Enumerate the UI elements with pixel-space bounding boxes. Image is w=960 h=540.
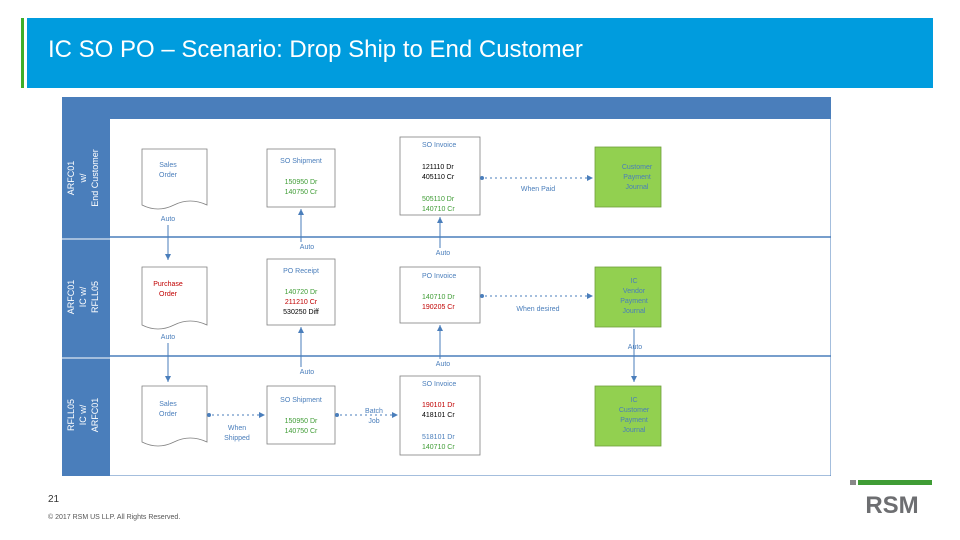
svg-text:518101 Dr: 518101 Dr	[422, 434, 455, 441]
svg-text:Customer: Customer	[619, 407, 650, 414]
svg-text:Purchase: Purchase	[153, 281, 183, 288]
svg-text:418101 Cr: 418101 Cr	[422, 412, 455, 419]
label-auto: Auto	[300, 369, 315, 376]
po-receipt-box	[266, 258, 336, 326]
label-auto: Auto	[161, 334, 176, 341]
label-auto: Auto	[300, 244, 315, 251]
svg-text:End Customer: End Customer	[90, 149, 100, 207]
svg-text:Sales: Sales	[159, 401, 177, 408]
slide-title: IC SO PO – Scenario: Drop Ship to End Cu…	[48, 36, 583, 63]
svg-text:Journal: Journal	[623, 308, 646, 315]
page-number: 21	[48, 494, 60, 505]
svg-text:Journal: Journal	[626, 184, 649, 191]
label-auto: Auto	[161, 216, 176, 223]
svg-text:ARFC01: ARFC01	[66, 161, 76, 196]
svg-text:190101 Dr: 190101 Dr	[422, 402, 455, 409]
label-batch-job: Job	[368, 418, 379, 425]
label-batch-job: Batch	[365, 408, 383, 415]
so-invoice-box-3	[399, 375, 481, 456]
diagram-header-strip	[62, 97, 831, 119]
svg-text:Payment: Payment	[623, 174, 651, 181]
lane-label-1: ARFC01 w/ End Customer	[66, 149, 100, 207]
so-invoice-box-1	[399, 136, 481, 216]
sales-order-document-3	[141, 385, 208, 447]
svg-text:SO Shipment: SO Shipment	[280, 158, 322, 165]
svg-text:140750 Cr: 140750 Cr	[285, 428, 318, 435]
svg-text:140710 Cr: 140710 Cr	[422, 444, 455, 451]
svg-text:ARFC01: ARFC01	[90, 398, 100, 433]
svg-text:140750 Cr: 140750 Cr	[285, 189, 318, 196]
swimlane-diagram: ARFC01 w/ End Customer ARFC01 IC w/ RFLL…	[62, 97, 831, 476]
rsm-logo: RSM	[850, 480, 932, 518]
svg-text:Order: Order	[159, 291, 178, 298]
copyright-notice: © 2017 RSM US LLP. All Rights Reserved.	[48, 514, 181, 521]
svg-text:140720 Dr: 140720 Dr	[285, 289, 318, 296]
svg-text:505110 Dr: 505110 Dr	[422, 196, 455, 203]
svg-text:150950 Dr: 150950 Dr	[285, 179, 318, 186]
lane-label-2: ARFC01 IC w/ RFLL05	[66, 280, 100, 315]
svg-text:150950 Dr: 150950 Dr	[285, 418, 318, 425]
ic-customer-payment-journal-box	[594, 385, 662, 447]
lane-label-column	[62, 119, 110, 476]
svg-text:SO Invoice: SO Invoice	[422, 381, 456, 388]
svg-text:Journal: Journal	[623, 427, 646, 434]
svg-text:Payment: Payment	[620, 298, 648, 305]
svg-text:405110 Cr: 405110 Cr	[422, 174, 455, 181]
svg-text:211210 Cr: 211210 Cr	[285, 299, 318, 306]
svg-text:Sales: Sales	[159, 162, 177, 169]
svg-text:Customer: Customer	[622, 164, 653, 171]
svg-text:Order: Order	[159, 411, 178, 418]
label-auto: Auto	[628, 344, 643, 351]
svg-text:SO Shipment: SO Shipment	[280, 397, 322, 404]
sales-order-document-1	[141, 148, 208, 210]
svg-text:w/: w/	[78, 173, 88, 183]
svg-text:140710 Dr: 140710 Dr	[422, 294, 455, 301]
lane-label-3: RFLL05 IC w/ ARFC01	[66, 398, 100, 433]
svg-text:IC w/: IC w/	[78, 286, 88, 307]
po-invoice-box	[399, 266, 481, 324]
svg-text:Vendor: Vendor	[623, 288, 646, 295]
label-auto: Auto	[436, 361, 451, 368]
svg-text:RSM: RSM	[865, 492, 918, 518]
label-when-shipped: When	[228, 425, 246, 432]
label-when-shipped: Shipped	[224, 435, 250, 442]
label-when-paid: When Paid	[521, 186, 555, 193]
svg-text:RFLL05: RFLL05	[66, 399, 76, 431]
svg-text:PO Receipt: PO Receipt	[283, 268, 319, 275]
svg-text:140710 Cr: 140710 Cr	[422, 206, 455, 213]
label-when-desired: When desired	[516, 306, 559, 313]
title-accent-bar	[21, 18, 24, 88]
so-shipment-box-1	[266, 148, 336, 208]
svg-text:Payment: Payment	[620, 417, 648, 424]
ic-vendor-payment-journal-box	[594, 266, 662, 328]
purchase-order-document	[141, 266, 208, 330]
svg-text:530250 Diff: 530250 Diff	[283, 309, 319, 316]
svg-text:IC: IC	[631, 397, 638, 404]
svg-text:IC: IC	[631, 278, 638, 285]
svg-text:IC w/: IC w/	[78, 404, 88, 425]
svg-text:SO Invoice: SO Invoice	[422, 142, 456, 149]
so-shipment-box-3	[266, 385, 336, 445]
svg-text:ARFC01: ARFC01	[66, 280, 76, 315]
label-auto: Auto	[436, 250, 451, 257]
svg-text:RFLL05: RFLL05	[90, 281, 100, 313]
svg-text:121110 Dr: 121110 Dr	[422, 164, 454, 171]
svg-text:PO Invoice: PO Invoice	[422, 273, 456, 280]
svg-text:Order: Order	[159, 172, 178, 179]
svg-text:190205 Cr: 190205 Cr	[422, 304, 455, 311]
title-bar	[27, 18, 933, 88]
customer-payment-journal-box	[594, 146, 662, 208]
